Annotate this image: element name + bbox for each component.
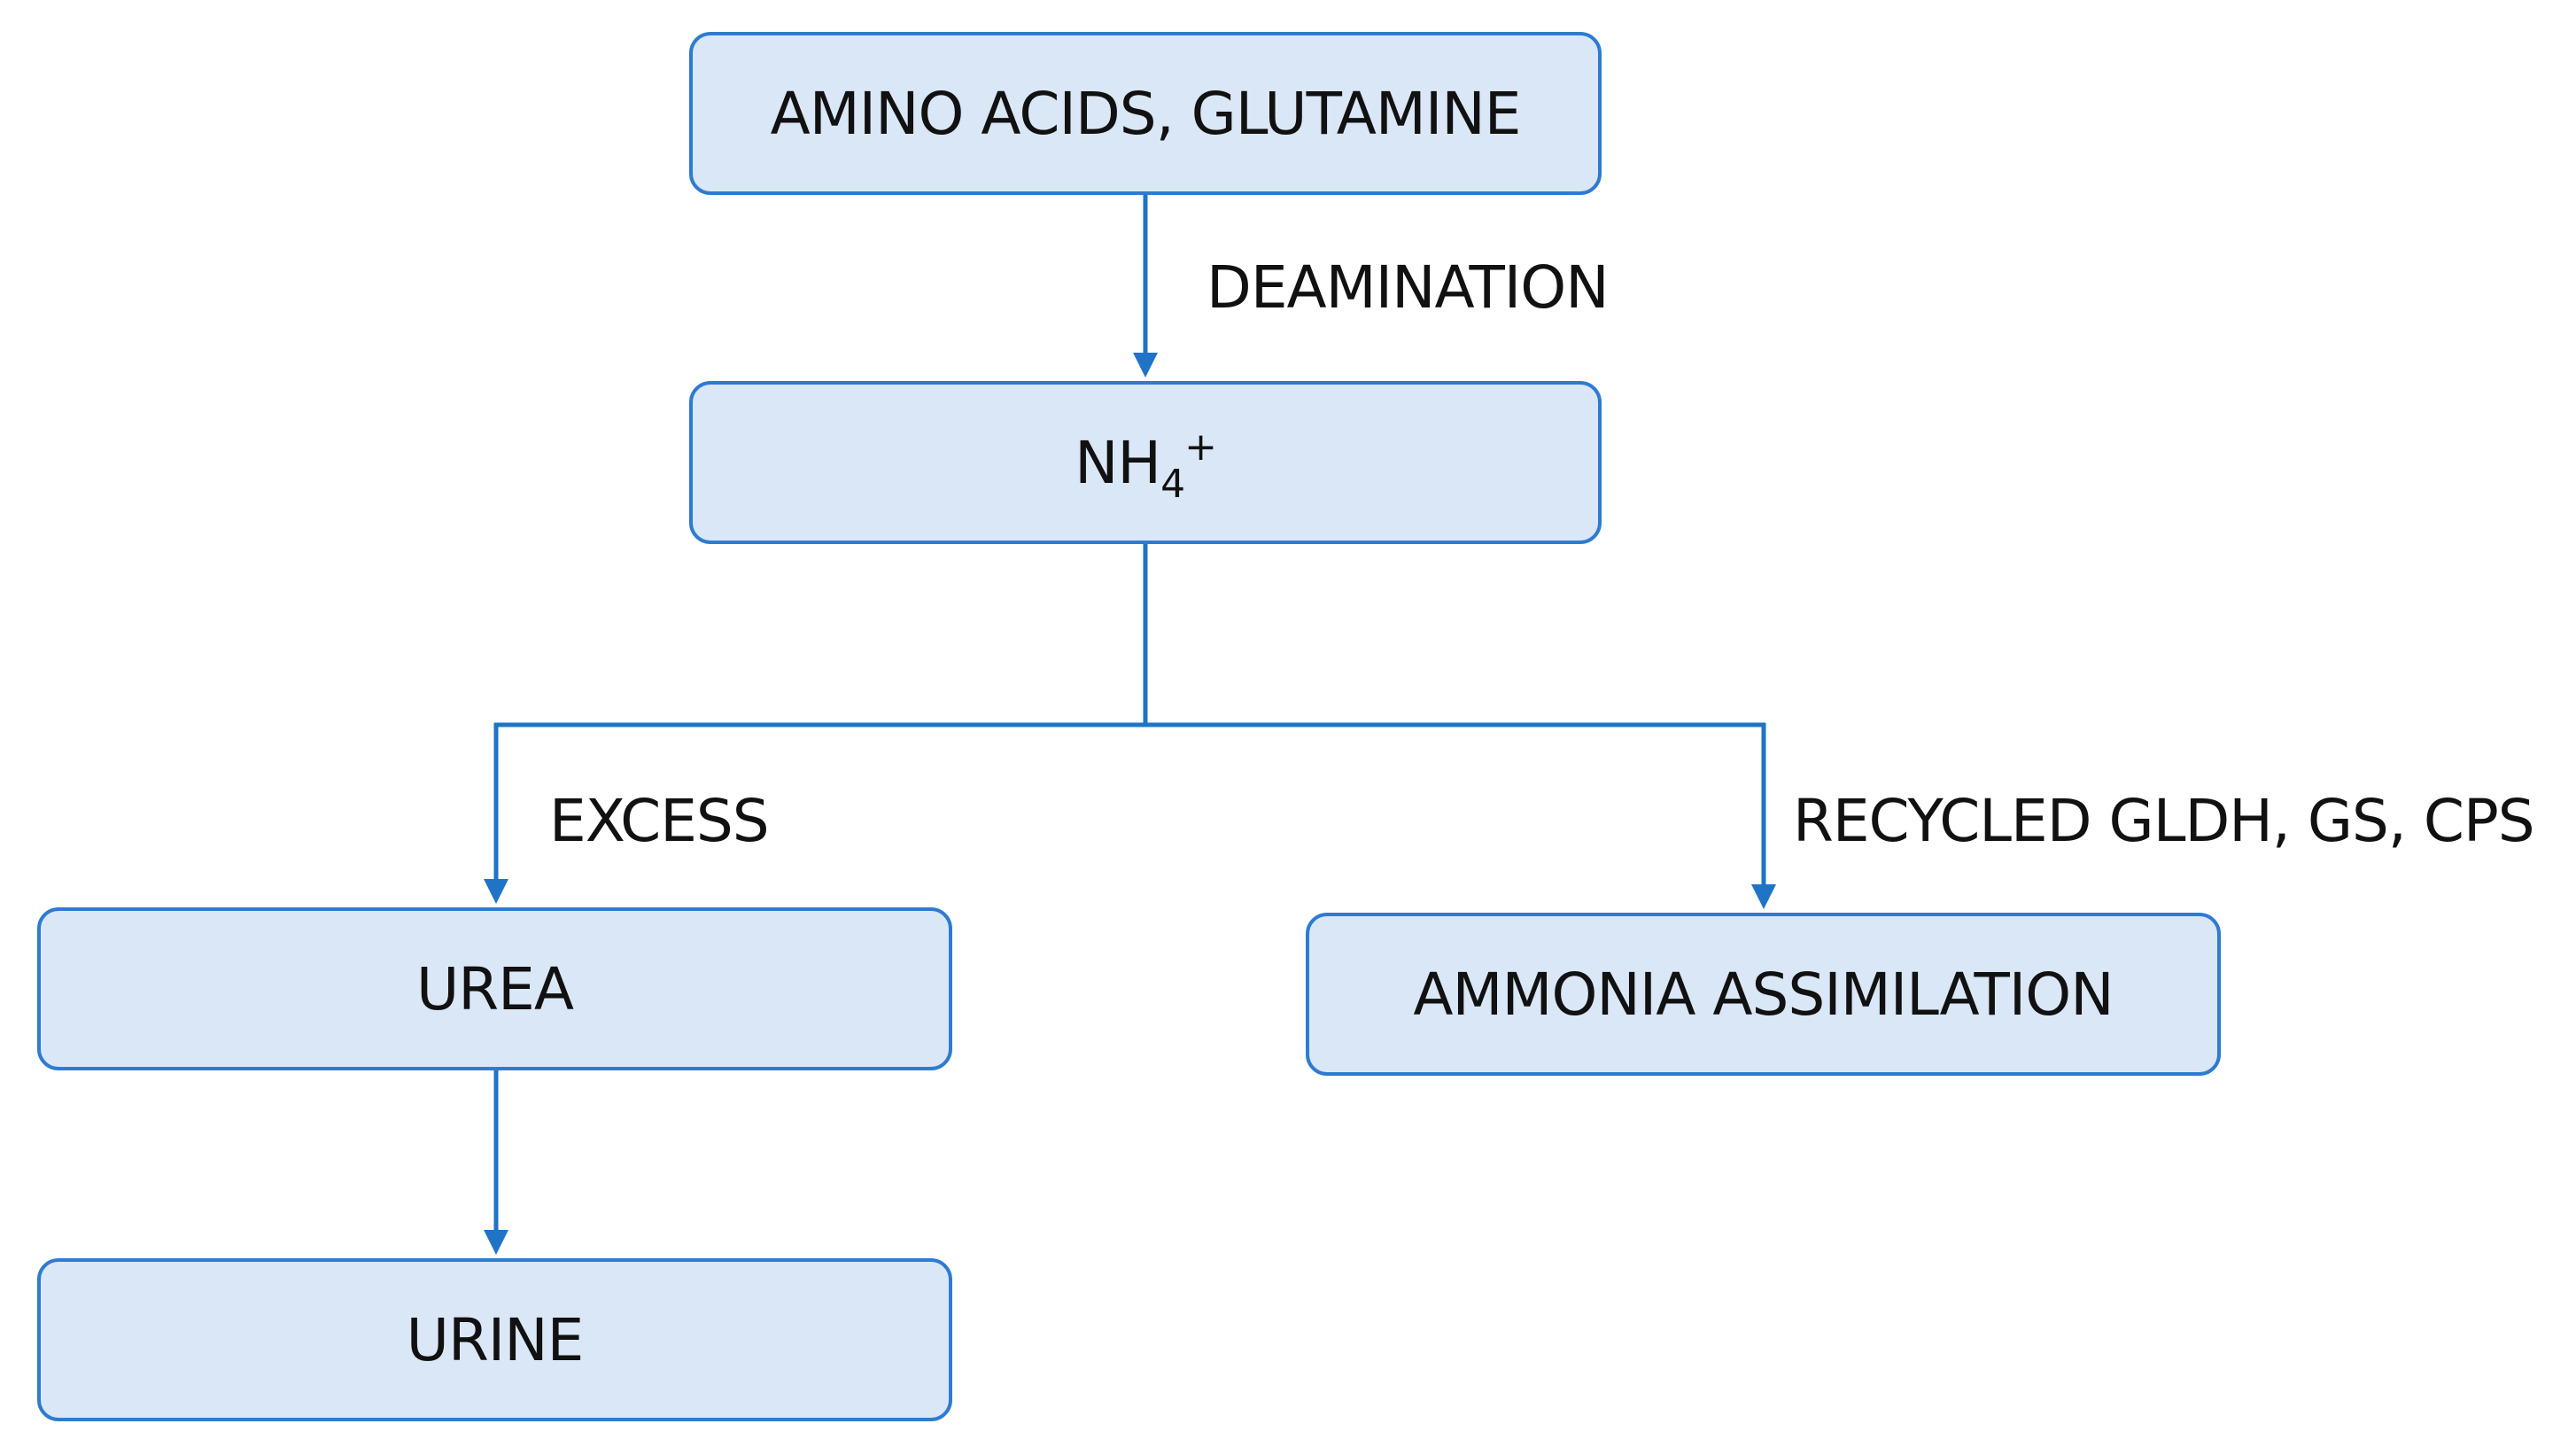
node-ammonia-assimilation: AMMONIA ASSIMILATION xyxy=(1306,913,2221,1076)
node-ammonia-assimilation-label: AMMONIA ASSIMILATION xyxy=(1413,960,2114,1029)
node-urine-label: URINE xyxy=(406,1305,585,1374)
ammonium-subscript: 4 xyxy=(1160,461,1185,507)
arrowhead-ammonia xyxy=(1751,884,1776,909)
arrowhead-urine xyxy=(484,1230,508,1255)
node-urea: UREA xyxy=(37,907,952,1070)
node-ammonium: NH4+ xyxy=(689,381,1602,544)
node-amino-acids-label: AMINO ACIDS, GLUTAMINE xyxy=(770,79,1522,148)
arrowhead-nh4 xyxy=(1133,353,1158,377)
edge-label-deamination: DEAMINATION xyxy=(1207,253,1610,322)
edge-label-excess: EXCESS xyxy=(549,787,770,855)
node-amino-acids-glutamine: AMINO ACIDS, GLUTAMINE xyxy=(689,32,1602,195)
edge-label-recycled: RECYCLED GLDH, GS, CPS xyxy=(1793,787,2535,855)
node-urea-label: UREA xyxy=(415,954,574,1023)
arrowhead-urea xyxy=(484,879,508,904)
ammonium-superscript: + xyxy=(1184,424,1217,470)
ammonium-base: NH xyxy=(1075,428,1161,497)
node-urine: URINE xyxy=(37,1258,952,1421)
node-ammonium-label: NH4+ xyxy=(1075,424,1217,507)
